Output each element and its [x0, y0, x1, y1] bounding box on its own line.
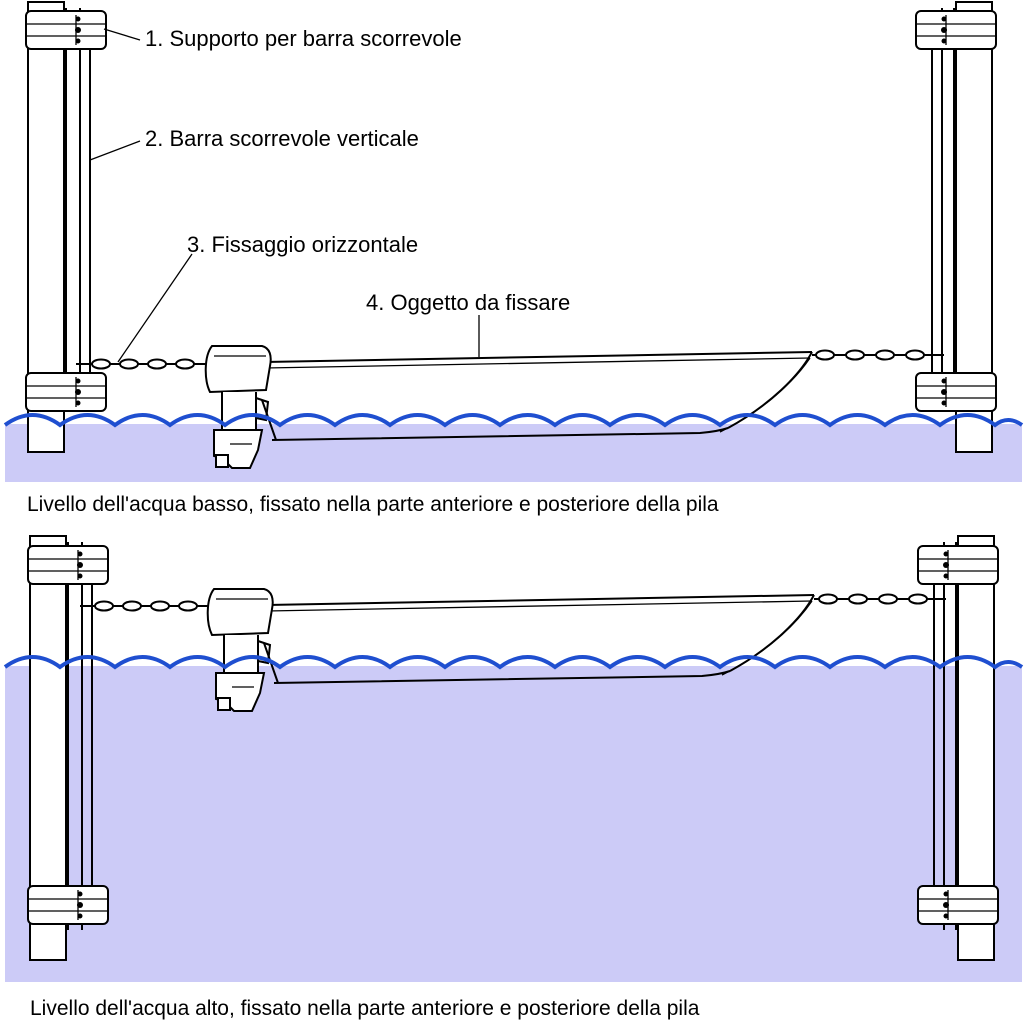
- label-vertical-slide-bar: 2. Barra scorrevole verticale: [145, 126, 419, 151]
- chain-right: [814, 593, 946, 605]
- right-post: [917, 535, 999, 961]
- leader-3: [117, 253, 193, 363]
- label-slide-bar-support: 1. Supporto per barra scorrevole: [145, 26, 462, 51]
- caption-low-water: Livello dell'acqua basso, fissato nella …: [27, 493, 719, 516]
- label-object-to-fix: 4. Oggetto da fissare: [366, 290, 570, 315]
- low-water-scene: 1. Supporto per barra scorrevole 2. Barr…: [3, 1, 1024, 482]
- leader-2: [89, 140, 141, 161]
- label-horizontal-fixing: 3. Fissaggio orizzontale: [187, 232, 418, 257]
- water-wave: [3, 413, 1024, 428]
- leader-1: [103, 28, 141, 41]
- left-post: [25, 1, 107, 453]
- caption-high-water: Livello dell'acqua alto, fissato nella p…: [30, 997, 700, 1020]
- right-post: [915, 1, 997, 453]
- water-area: [5, 666, 1022, 982]
- chain-left: [80, 600, 208, 612]
- water-wave: [3, 655, 1024, 670]
- high-water-scene: [3, 535, 1024, 982]
- chain-left: [76, 358, 206, 370]
- chain-right: [812, 349, 944, 361]
- water-area: [5, 424, 1022, 482]
